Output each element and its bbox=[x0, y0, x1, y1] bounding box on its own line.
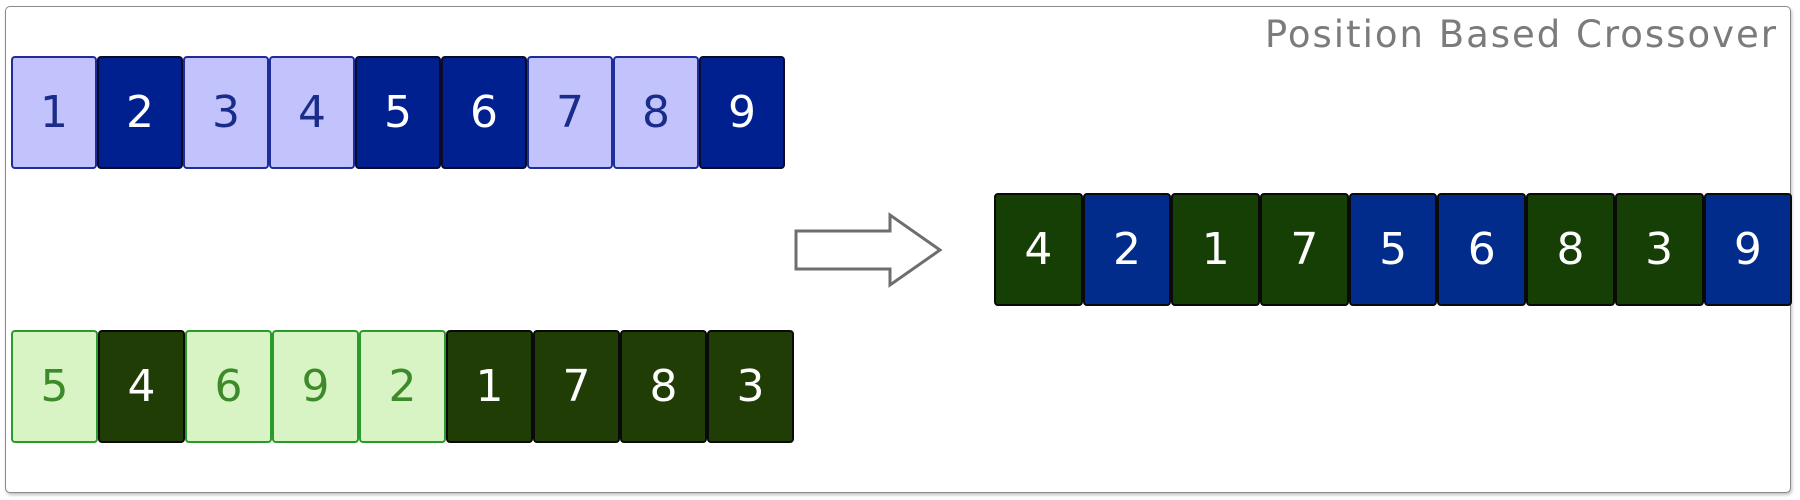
parent1-gene: 2 bbox=[97, 56, 183, 169]
parent2-gene: 1 bbox=[446, 330, 533, 443]
parent1-row: 1 2 3 4 5 6 7 8 9 bbox=[11, 56, 785, 169]
child-gene: 1 bbox=[1171, 193, 1261, 306]
parent1-gene: 6 bbox=[441, 56, 527, 169]
parent2-gene: 6 bbox=[185, 330, 272, 443]
parent2-row: 5 4 6 9 2 1 7 8 3 bbox=[11, 330, 794, 443]
child-gene: 6 bbox=[1437, 193, 1527, 306]
child-gene: 2 bbox=[1082, 193, 1172, 306]
child-gene: 9 bbox=[1703, 193, 1793, 306]
parent2-gene: 4 bbox=[98, 330, 185, 443]
child-gene: 3 bbox=[1614, 193, 1704, 306]
parent2-gene: 5 bbox=[11, 330, 98, 443]
child-gene: 5 bbox=[1348, 193, 1438, 306]
parent2-gene: 7 bbox=[533, 330, 620, 443]
diagram-title: Position Based Crossover bbox=[1264, 13, 1778, 56]
parent1-gene: 7 bbox=[527, 56, 613, 169]
child-gene: 7 bbox=[1260, 193, 1349, 306]
parent2-gene: 9 bbox=[272, 330, 359, 443]
parent1-gene: 8 bbox=[613, 56, 699, 169]
parent1-gene: 1 bbox=[11, 56, 97, 169]
parent1-gene: 5 bbox=[355, 56, 441, 169]
child-gene: 8 bbox=[1526, 193, 1615, 306]
parent2-gene: 2 bbox=[359, 330, 446, 443]
right-arrow-icon bbox=[794, 212, 943, 288]
child-row: 4 2 1 7 5 6 8 3 9 bbox=[994, 193, 1793, 306]
parent2-gene: 8 bbox=[620, 330, 707, 443]
parent1-gene: 3 bbox=[183, 56, 269, 169]
child-gene: 4 bbox=[994, 193, 1083, 306]
parent1-gene: 4 bbox=[269, 56, 355, 169]
parent1-gene: 9 bbox=[699, 56, 785, 169]
parent2-gene: 3 bbox=[707, 330, 794, 443]
